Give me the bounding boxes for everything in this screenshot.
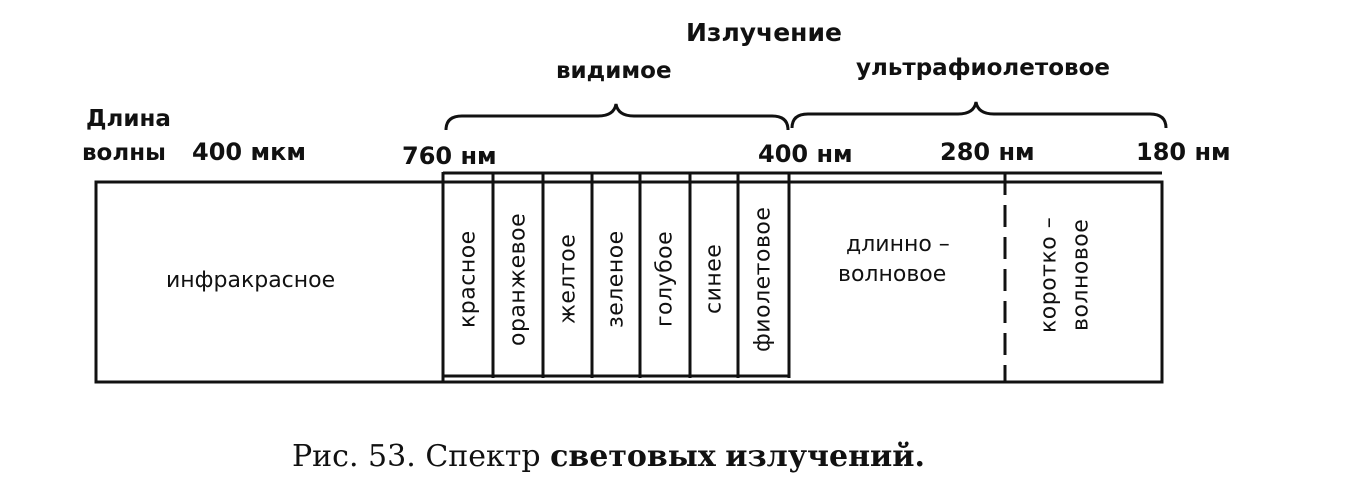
radiation-title: Излучение (686, 18, 842, 47)
caption-word-light: световых (550, 439, 716, 474)
band-blue: синее (701, 243, 727, 315)
wavelength-400nm: 400 нм (758, 140, 853, 168)
figure-caption: Рис. 53. Спектр световых излучений. (292, 442, 925, 472)
band-uv-short-line1: коротко – (1036, 216, 1062, 334)
wavelength-label-line1: Длина (86, 106, 171, 132)
band-red: красное (455, 230, 481, 328)
visible-label: видимое (556, 58, 672, 84)
ultraviolet-label: ультрафиолетовое (856, 55, 1110, 81)
wavelength-280nm: 280 нм (940, 138, 1035, 166)
band-orange: оранжевое (505, 212, 531, 346)
band-uv-long-line1: длинно – (846, 232, 950, 257)
wavelength-400mkm: 400 мкм (192, 138, 306, 166)
band-uv-short-line2: волновое (1068, 218, 1094, 332)
brace-visible (444, 103, 790, 131)
caption-prefix: Рис. 53. (292, 439, 416, 474)
band-violet: фиолетовое (750, 206, 776, 352)
caption-word-radiation: излучений. (725, 439, 925, 474)
brace-ultraviolet (790, 101, 1168, 129)
band-lightblue: голубое (652, 230, 678, 328)
wavelength-760nm: 760 нм (402, 142, 497, 170)
band-green: зеленое (603, 230, 629, 328)
band-infrared: инфракрасное (166, 268, 336, 293)
wavelength-180nm: 180 нм (1136, 138, 1231, 166)
caption-word-spectrum: Спектр (425, 439, 541, 474)
band-uv-long-line2: волновое (838, 262, 947, 287)
wavelength-label-line2: волны (82, 140, 166, 166)
band-yellow: желтое (555, 233, 581, 325)
spectrum-outer-box (94, 180, 1164, 384)
